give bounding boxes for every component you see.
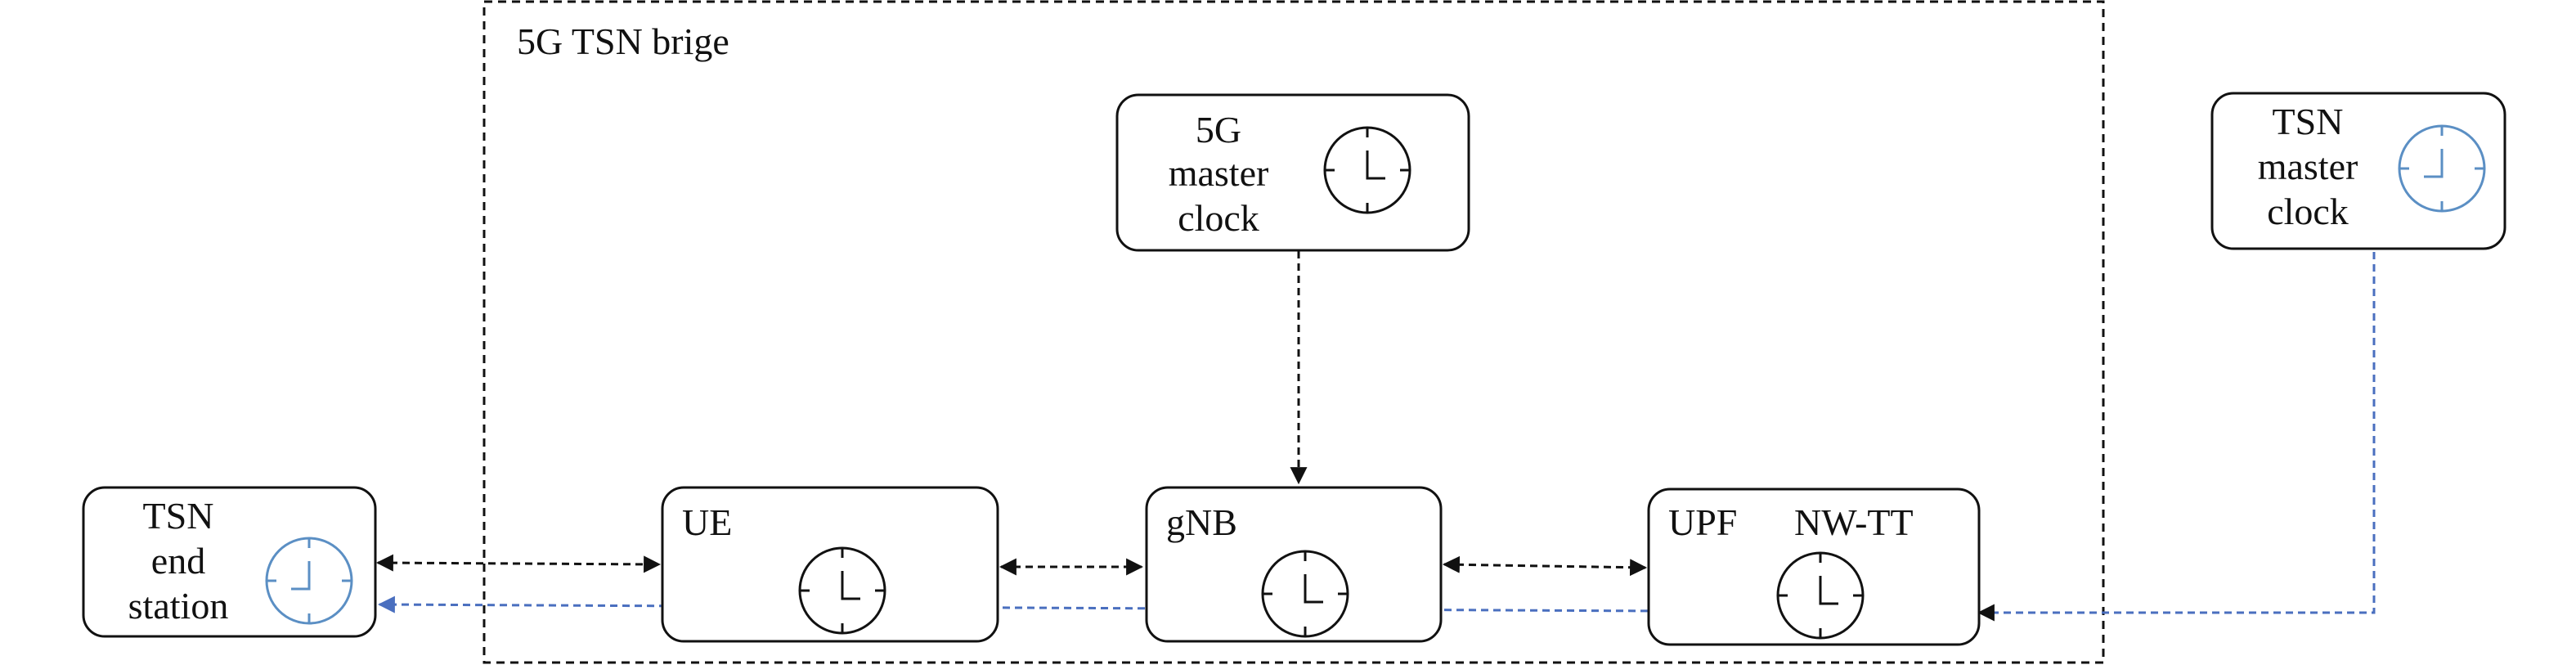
clock-icon <box>1323 126 1411 214</box>
node-ue: UE <box>661 486 999 643</box>
tsn-master-clock-line-3: clock <box>2267 191 2349 232</box>
clock-icon <box>2398 124 2486 213</box>
clock-icon <box>798 546 886 635</box>
clock-icon <box>265 537 353 625</box>
link-endstation-ue <box>375 554 662 573</box>
link-tsn-master-timing <box>1977 252 2376 622</box>
clock-icon <box>1261 550 1349 638</box>
nw-tt-label: NW-TT <box>1794 501 1914 543</box>
tsn-end-station-box <box>82 486 377 638</box>
node-5g-master-clock: 5G master clock <box>1115 93 1470 252</box>
tsn-end-station-line-2: end <box>151 540 205 582</box>
clock-icon <box>1776 551 1865 640</box>
5g-master-clock-line-1: 5G <box>1196 109 1241 151</box>
tsn-master-clock-box <box>2210 92 2506 250</box>
tsn-end-station-line-3: station <box>128 585 229 627</box>
tsn-master-clock-line-2: master <box>2258 146 2358 187</box>
bridge-border <box>482 0 2105 664</box>
5g-master-clock-line-3: clock <box>1178 197 1259 239</box>
node-tsn-master-clock: TSN master clock <box>2210 92 2506 250</box>
bridge-title: 5G TSN brige <box>517 20 729 62</box>
link-gnb-upf <box>1442 555 1648 577</box>
tsn-master-clock-line-1: TSN <box>2273 101 2344 142</box>
ue-label: UE <box>682 501 732 543</box>
node-upf: UPF NW-TT <box>1647 488 1981 646</box>
gnb-label: gNB <box>1166 501 1237 543</box>
upf-label: UPF <box>1668 501 1737 543</box>
node-tsn-end-station: TSN end station <box>82 486 377 638</box>
5g-master-clock-line-2: master <box>1169 152 1269 194</box>
bridge-container: 5G TSN brige <box>482 0 2105 664</box>
tsn-end-station-line-1: TSN <box>143 495 214 537</box>
node-gnb: gNB <box>1145 486 1443 643</box>
